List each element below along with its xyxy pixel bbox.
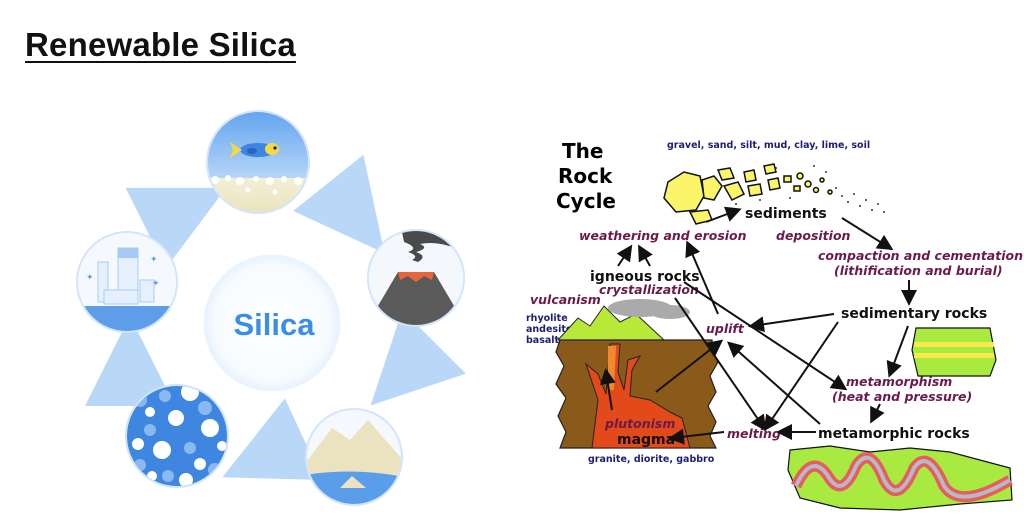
process-vulcanism: vulcanism bbox=[530, 292, 601, 307]
stage-sand-dunes bbox=[305, 408, 403, 506]
extrusive-rock-2: andesite bbox=[526, 324, 572, 335]
stage-industry-products: ✦ ✦ ✦ bbox=[76, 231, 178, 333]
rock-cycle-title-line-1: The bbox=[562, 139, 603, 163]
rock-cycle-title-line-2: Rock bbox=[558, 164, 613, 188]
node-igneous-rocks: igneous rocks bbox=[590, 269, 700, 285]
arrow-fish-to-volcano bbox=[293, 154, 385, 254]
svg-text:✦: ✦ bbox=[150, 255, 158, 265]
process-crystallization: crystallization bbox=[599, 282, 699, 297]
process-metamorphism-line-1: metamorphism bbox=[846, 374, 952, 389]
node-sedimentary-rocks: sedimentary rocks bbox=[841, 306, 987, 322]
svg-text:✦: ✦ bbox=[86, 273, 94, 283]
cycle-arrows bbox=[85, 154, 467, 480]
silica-center: Silica bbox=[203, 254, 341, 392]
process-melting: melting bbox=[727, 426, 781, 441]
volcano-icon bbox=[369, 272, 463, 325]
rock-cycle-arrows bbox=[599, 206, 917, 445]
rock-cycle-title-line-3: Cycle bbox=[556, 189, 616, 213]
rock-cycle-diagram: The Rock Cycle gravel, sand, silt, mud, … bbox=[526, 139, 1023, 511]
slide-title: Renewable Silica bbox=[25, 26, 296, 63]
node-magma: magma bbox=[617, 432, 675, 448]
node-sediments: sediments bbox=[745, 206, 827, 222]
silica-cycle-diagram: Silica bbox=[76, 110, 467, 506]
sedimentary-rock-sample bbox=[911, 327, 997, 377]
stage-silica-particles bbox=[125, 384, 229, 488]
sediment-types: gravel, sand, silt, mud, clay, lime, soi… bbox=[667, 140, 870, 151]
arrow-particles-to-industry bbox=[85, 316, 176, 407]
process-weathering: weathering and erosion bbox=[579, 228, 747, 243]
sediment-dust bbox=[735, 165, 885, 213]
svg-text:✦: ✦ bbox=[152, 279, 160, 289]
silica-center-label: Silica bbox=[234, 307, 316, 342]
extrusive-rock-1: rhyolite bbox=[526, 313, 568, 324]
process-deposition: deposition bbox=[776, 228, 851, 243]
sediments-illustration bbox=[663, 163, 833, 225]
fish-icon bbox=[230, 142, 279, 158]
process-metamorphism-line-2: (heat and pressure) bbox=[832, 389, 972, 404]
extrusive-rock-3: basalt bbox=[526, 335, 560, 346]
process-compaction-line-2: (lithification and burial) bbox=[834, 263, 1003, 278]
process-compaction-line-1: compaction and cementation bbox=[818, 248, 1023, 263]
process-plutonism: plutonism bbox=[604, 416, 675, 431]
particles-icon bbox=[127, 386, 227, 486]
stage-volcano bbox=[367, 229, 465, 327]
process-uplift: uplift bbox=[706, 321, 745, 336]
intrusive-rocks: granite, diorite, gabbro bbox=[588, 454, 715, 465]
node-metamorphic-rocks: metamorphic rocks bbox=[818, 426, 970, 442]
arrow-industry-to-fish bbox=[125, 187, 227, 269]
metamorphic-rock-sample bbox=[787, 445, 1013, 511]
arrow-sand-to-particles bbox=[222, 398, 323, 480]
arrow-volcano-to-sand bbox=[370, 309, 467, 406]
stage-ocean-fish bbox=[206, 110, 310, 214]
